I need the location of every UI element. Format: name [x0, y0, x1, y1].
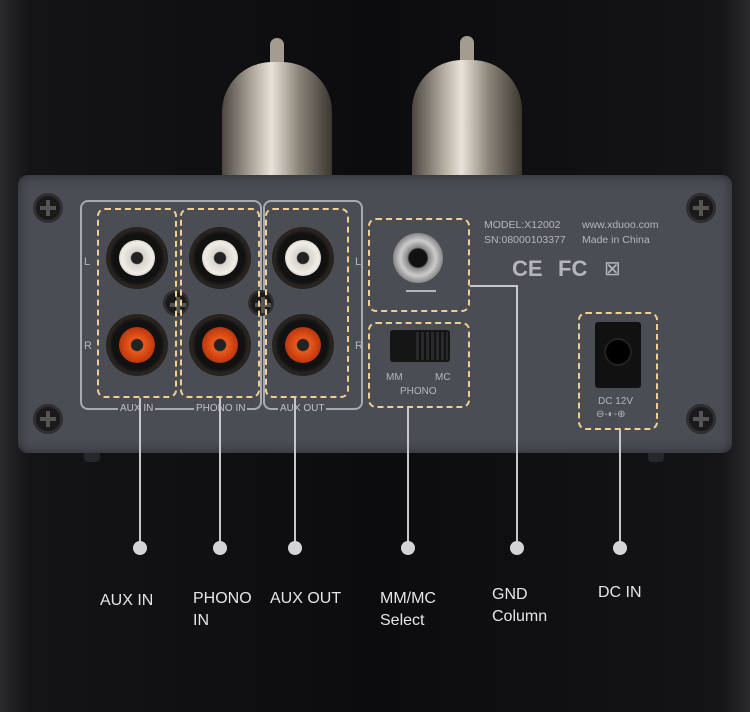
phono-in-highlight [180, 208, 260, 398]
polarity-icon: ⊖-◐-⊕ [596, 409, 626, 420]
callout-line [219, 398, 221, 548]
rca-jack-aux-out-left[interactable] [272, 227, 334, 289]
mm-label: MM [386, 372, 403, 383]
model-text: MODEL:X12002 [484, 219, 561, 231]
channel-r-label: R [355, 340, 363, 352]
rca-jack-phono-in-right[interactable] [189, 314, 251, 376]
ground-icon [406, 290, 436, 302]
tube-tip-right [460, 36, 474, 64]
callout-label-aux-out: AUX OUT [270, 590, 342, 607]
callout-line [516, 285, 518, 548]
callout-line [619, 430, 621, 548]
mm-mc-switch[interactable] [390, 330, 450, 362]
callout-label-aux-in: AUX IN [100, 592, 154, 609]
mm-mc-highlight [368, 322, 470, 408]
switch-knob[interactable] [416, 332, 448, 360]
aux-in-highlight [97, 208, 177, 398]
channel-l-label: L [355, 256, 362, 268]
rca-jack-phono-in-left[interactable] [189, 227, 251, 289]
callout-line [294, 398, 296, 548]
foot [84, 452, 100, 462]
callout-dot [510, 541, 524, 555]
dc-voltage-label: DC 12V [598, 396, 634, 407]
callout-dot [613, 541, 627, 555]
callout-label-mm-mc-select: MM/MC Select [380, 590, 436, 629]
website-text: www.xduoo.com [582, 219, 659, 231]
aux-out-highlight [265, 208, 349, 398]
callout-line [139, 398, 141, 548]
dc-jack[interactable] [595, 322, 641, 388]
foot [648, 452, 664, 462]
callout-dot [288, 541, 302, 555]
origin-text: Made in China [582, 234, 650, 246]
callout-line [470, 285, 518, 287]
fcc-mark-icon: FC [558, 256, 588, 281]
ce-mark-icon: CE [512, 256, 543, 281]
callout-dot [213, 541, 227, 555]
dc-jack-hole [604, 338, 632, 366]
rca-jack-aux-out-right[interactable] [272, 314, 334, 376]
callout-label-gnd-column: GND Column [492, 586, 548, 625]
dc-in-highlight [578, 312, 658, 430]
aux-in-panel-label: AUX IN [118, 403, 156, 414]
weee-bin-icon: ⊠ [604, 258, 621, 280]
screw-icon [686, 404, 716, 434]
callout-dot [133, 541, 147, 555]
aux-out-panel-label: AUX OUT [278, 403, 327, 414]
channel-r-label: R [84, 340, 92, 352]
screw-icon [33, 193, 63, 223]
mc-label: MC [435, 372, 451, 383]
rca-jack-aux-in-left[interactable] [106, 227, 168, 289]
callout-label-phono-in: PHONO IN [193, 590, 252, 629]
tube-tip-left [270, 38, 284, 66]
phono-label: PHONO [400, 386, 437, 397]
serial-text: SN:08000103377 [484, 234, 566, 246]
callout-dot [401, 541, 415, 555]
rca-jack-aux-in-right[interactable] [106, 314, 168, 376]
callout-line [407, 408, 409, 548]
channel-l-label: L [84, 256, 91, 268]
screw-icon [33, 404, 63, 434]
screw-icon [686, 193, 716, 223]
gnd-highlight [368, 218, 470, 312]
screw-icon [248, 290, 274, 316]
gnd-terminal[interactable] [393, 233, 443, 283]
callout-label-dc-in: DC IN [598, 584, 642, 601]
